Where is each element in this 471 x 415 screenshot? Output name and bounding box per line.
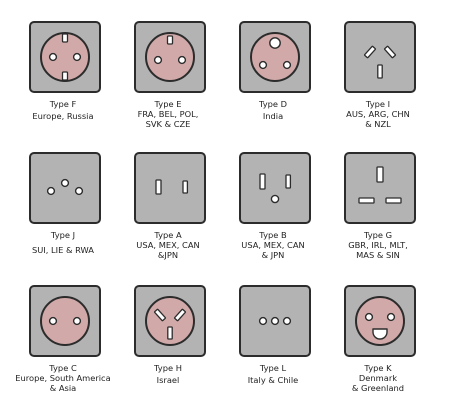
plug-type-name: Type D — [258, 99, 288, 109]
plug-type-countries: USA, MEX, CAN & JPN — [241, 240, 305, 260]
plug-type-name: Type A — [154, 230, 182, 240]
plug-type-name: Type C — [49, 363, 77, 373]
plug-type-name: Type H — [154, 363, 182, 373]
plug-type-name: Type E — [154, 99, 182, 109]
socket-icon-type-f — [29, 21, 101, 93]
plug-type-c: Type C Europe, South America & Asia — [10, 285, 120, 415]
plug-type-d: Type D India — [220, 21, 330, 151]
plug-type-a: Type A USA, MEX, CAN &JPN — [115, 152, 225, 282]
plug-type-l: Type L Italy & Chile — [220, 285, 330, 415]
socket-icon-type-d — [239, 21, 311, 93]
plug-type-h: Type H Israel — [115, 285, 225, 415]
plug-type-k: Type K Denmark & Greenland — [325, 285, 435, 415]
socket-icon-type-c — [29, 285, 101, 357]
plug-type-countries: India — [262, 111, 284, 121]
plug-type-j: Type J SUI, LIE & RWA — [10, 152, 120, 282]
plug-type-name: Type J — [50, 230, 76, 240]
plug-type-countries: AUS, ARG, CHN & NZL — [346, 109, 410, 129]
socket-icon-type-k — [344, 285, 416, 357]
plug-type-name: Type K — [364, 363, 392, 373]
plug-type-name: Type I — [365, 99, 391, 109]
plug-type-countries: Europe, Russia — [32, 111, 94, 121]
socket-icon-type-g — [344, 152, 416, 224]
plug-type-name: Type L — [259, 363, 287, 373]
plug-type-countries: FRA, BEL, POL, SVK & CZE — [137, 109, 199, 129]
plug-type-e: Type E FRA, BEL, POL, SVK & CZE — [115, 21, 225, 151]
plug-type-f: Type F Europe, Russia — [10, 21, 120, 151]
socket-icon-type-a — [134, 152, 206, 224]
plug-type-countries: GBR, IRL, MLT, MAS & SIN — [348, 240, 408, 260]
plug-type-countries: SUI, LIE & RWA — [32, 245, 94, 255]
plug-type-name: Type B — [259, 230, 287, 240]
socket-icon-type-j — [29, 152, 101, 224]
socket-icon-type-l — [239, 285, 311, 357]
plug-type-name: Type G — [363, 230, 393, 240]
plug-type-i: Type I AUS, ARG, CHN & NZL — [325, 21, 435, 151]
socket-icon-type-b — [239, 152, 311, 224]
plug-type-g: Type G GBR, IRL, MLT, MAS & SIN — [325, 152, 435, 282]
socket-icon-type-h — [134, 285, 206, 357]
plug-type-countries: Italy & Chile — [247, 375, 299, 385]
socket-icon-type-i — [344, 21, 416, 93]
plug-type-countries: USA, MEX, CAN &JPN — [136, 240, 200, 260]
socket-icon-type-e — [134, 21, 206, 93]
plug-type-countries: Denmark & Greenland — [351, 373, 405, 393]
plug-type-countries: Europe, South America & Asia — [15, 373, 111, 393]
plug-type-name: Type F — [49, 99, 77, 109]
plug-type-countries: Israel — [156, 375, 180, 385]
plug-type-b: Type B USA, MEX, CAN & JPN — [220, 152, 330, 282]
